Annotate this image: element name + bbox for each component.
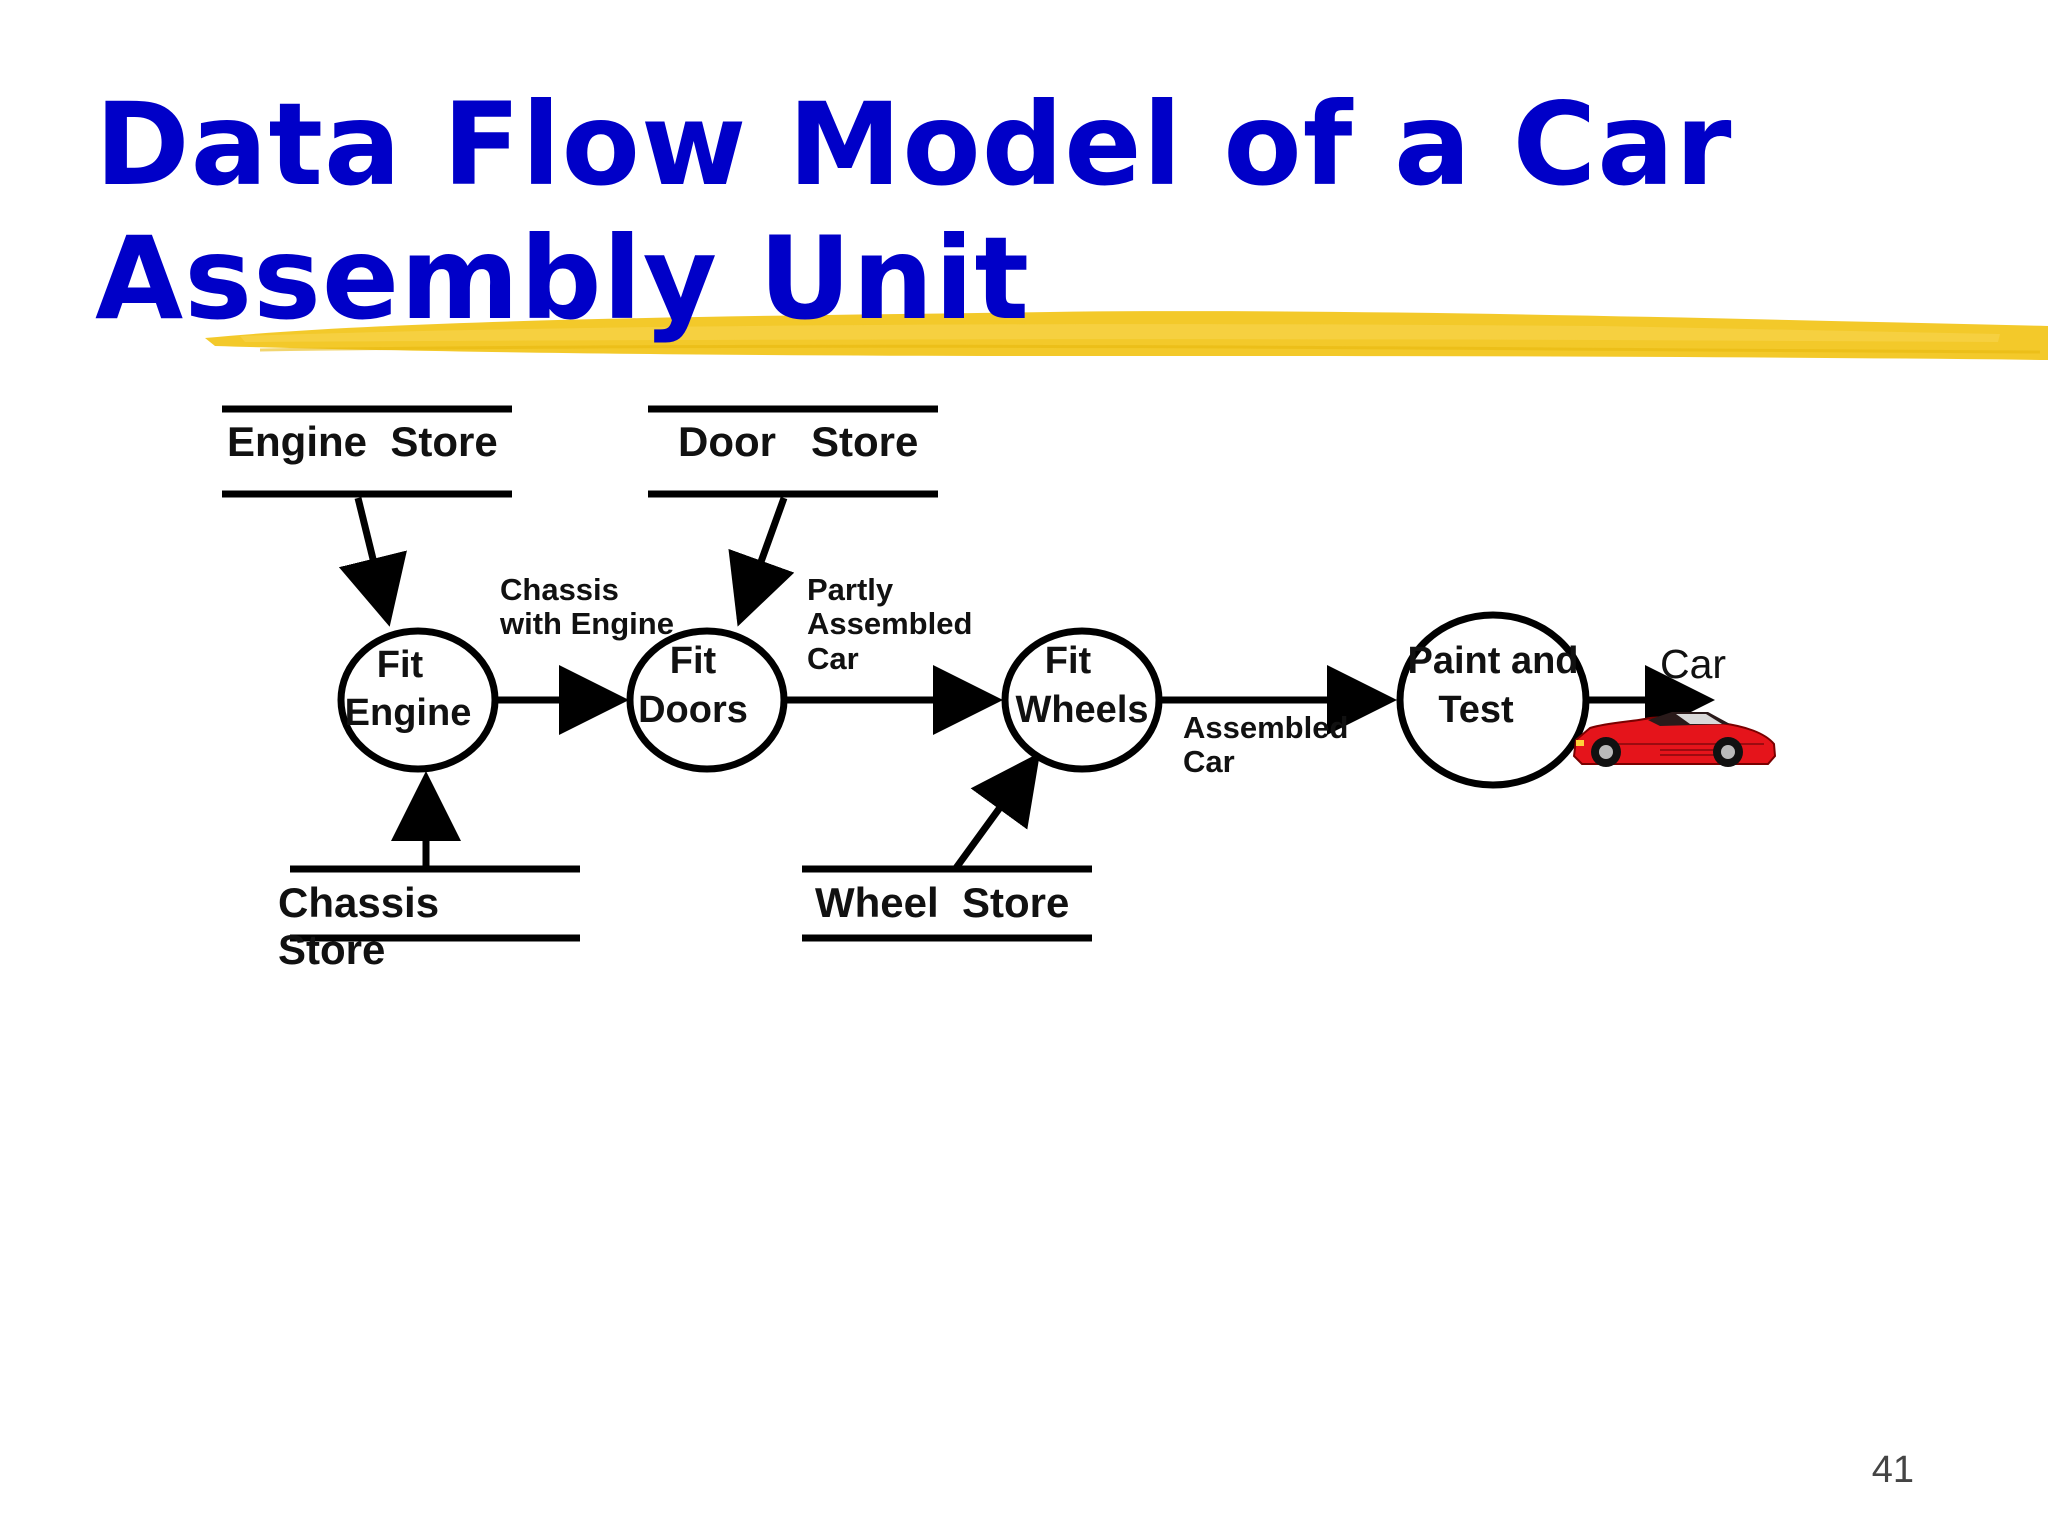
process-fit-doors: Fit Doors <box>626 627 788 773</box>
flow-label-assembled-car: Assembled Car <box>1183 710 1348 779</box>
flow-label-partly-assembled-car: Partly Assembled Car <box>807 572 972 676</box>
flow-door-store-to-fit-doors <box>728 496 795 627</box>
paint-test-label-2: Test <box>1438 689 1514 731</box>
wheel-store-label: Wheel Store <box>815 879 1069 926</box>
process-fit-wheels: Fit Wheels <box>1001 627 1163 773</box>
flow-engine-store-to-fit-engine <box>338 497 407 627</box>
partly-assembled-label-2: Assembled <box>807 606 972 641</box>
chassis-store-label-2: Store <box>278 926 385 973</box>
door-store-label: Door Store <box>678 418 918 465</box>
assembled-car-label-1: Assembled <box>1183 710 1348 745</box>
engine-store: Engine Store <box>222 405 512 498</box>
chassis-with-engine-label-1: Chassis <box>500 572 619 607</box>
slide-title: Data Flow Model of a Car Assembly Unit <box>95 78 1732 346</box>
title-highlight-stroke <box>205 311 2048 360</box>
partly-assembled-label-3: Car <box>807 641 859 676</box>
fit-wheels-label-1: Fit <box>1045 640 1092 682</box>
paint-test-label-1: Paint and <box>1407 640 1578 682</box>
engine-store-label: Engine Store <box>227 418 498 465</box>
wheel-store: Wheel Store <box>802 865 1092 942</box>
fit-engine-label-1: Fit <box>377 644 424 686</box>
page-number: 41 <box>1871 1449 1914 1491</box>
partly-assembled-label-1: Partly <box>807 572 894 607</box>
process-paint-and-test: Paint and Test <box>1396 611 1590 789</box>
fit-engine-label-2: Engine <box>345 692 472 734</box>
fit-doors-label-2: Doors <box>638 689 748 731</box>
chassis-store-label-1: Chassis <box>278 879 439 926</box>
flow-wheel-store-to-fit-wheels <box>953 752 1041 871</box>
chassis-with-engine-label-2: with Engine <box>499 606 674 641</box>
output-car-label: Car <box>1660 641 1726 687</box>
fit-doors-label-1: Fit <box>670 640 717 682</box>
red-sports-car-icon <box>1572 712 1777 767</box>
chassis-store: Chassis Store <box>278 865 580 973</box>
title-line-2: Assembly Unit <box>95 212 1031 345</box>
title-line-1: Data Flow Model of a Car <box>95 78 1733 211</box>
flow-label-chassis-with-engine: Chassis with Engine <box>499 572 674 641</box>
fit-wheels-label-2: Wheels <box>1015 689 1148 731</box>
process-fit-engine: Fit Engine <box>337 627 499 773</box>
flow-arrows <box>338 496 1715 871</box>
assembled-car-label-2: Car <box>1183 744 1235 779</box>
door-store: Door Store <box>648 405 938 498</box>
